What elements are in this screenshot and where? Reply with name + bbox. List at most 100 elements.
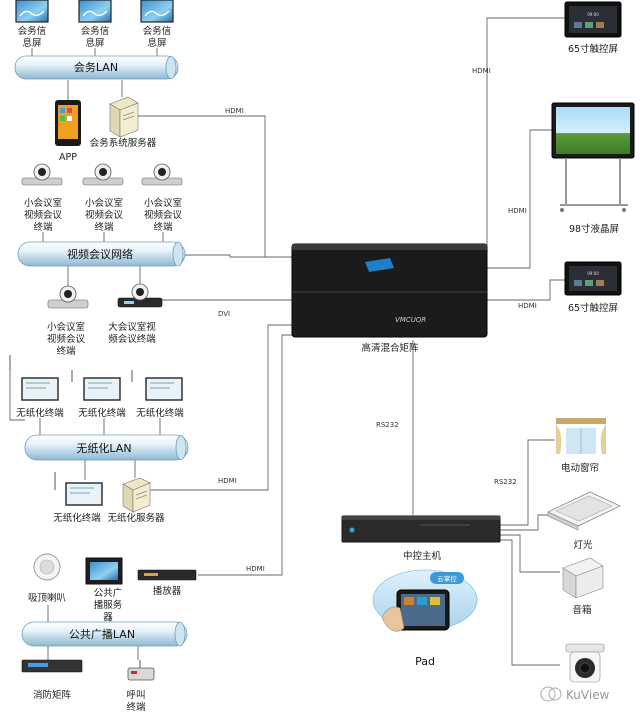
svg-text:65寸触控屏: 65寸触控屏 xyxy=(568,43,618,55)
wire-central-speaker xyxy=(500,534,560,573)
ceiling-speaker: 吸顶喇叭 xyxy=(28,553,67,604)
conference-server: 会务系统服务器 xyxy=(90,96,157,149)
app-label: APP xyxy=(59,152,77,163)
wire-player-matrix xyxy=(198,334,292,576)
bus-label-conference-lan: 会务LAN xyxy=(74,61,118,74)
link-label-hdmi: HDMI xyxy=(508,207,527,215)
big-room-terminal: 大会议室视 频会议终端 xyxy=(108,283,163,345)
paperless-server: 无纸化服务器 xyxy=(107,477,165,524)
svg-text:息屏: 息屏 xyxy=(22,37,41,49)
bus-label-paperless-lan: 无纸化LAN xyxy=(76,441,131,455)
link-label-hdmi: HDMI xyxy=(218,477,237,485)
svg-text:无纸化服务器: 无纸化服务器 xyxy=(107,512,165,524)
small-room-terminal-4: 小会议室 视频会议 终端 xyxy=(47,285,89,357)
wire-central-camera xyxy=(500,539,560,666)
watermark-text: KuView xyxy=(566,688,610,702)
bus-broadcast-lan: 公共广播LAN xyxy=(21,621,188,647)
matrix-label: 高清混合矩阵 xyxy=(361,342,419,354)
link-label-rs232: RS232 xyxy=(494,478,517,486)
pad-controller: 云掌控 Pad xyxy=(372,569,478,668)
conference-server-label: 会务系统服务器 xyxy=(90,137,157,149)
svg-text:会务信: 会务信 xyxy=(18,25,47,37)
svg-text:终端: 终端 xyxy=(56,345,76,357)
bus-video-network: 视频会议网络 xyxy=(17,241,186,267)
svg-text:会务信: 会务信 xyxy=(143,25,172,37)
info-screen-1: 会务信 息屏 xyxy=(15,0,49,49)
link-label-hdmi: HDMI xyxy=(246,565,265,573)
hd-hybrid-matrix: VMCUOR 高清混合矩阵 xyxy=(291,243,488,354)
svg-text:公共广: 公共广 xyxy=(94,587,123,599)
bus-conference-lan: 会务LAN xyxy=(14,55,179,80)
link-labels: HDMI DVI HDMI HDMI HDMI HDMI HDMI RS232 … xyxy=(218,67,537,573)
lcd-screen-98: 98寸液晶屏 xyxy=(551,102,635,235)
svg-text:息屏: 息屏 xyxy=(147,37,166,49)
call-terminal: 呼叫 终端 xyxy=(126,660,155,713)
bus-label-broadcast-lan: 公共广播LAN xyxy=(69,627,135,641)
svg-text:小会议室: 小会议室 xyxy=(144,197,182,209)
touch-screen-65-bottom: 09:00 65寸触控屏 xyxy=(564,261,622,314)
svg-text:消防矩阵: 消防矩阵 xyxy=(33,689,72,701)
svg-text:无纸化终端: 无纸化终端 xyxy=(136,407,184,419)
ptz-camera xyxy=(565,643,605,683)
svg-text:视频会议: 视频会议 xyxy=(24,209,63,221)
svg-text:65寸触控屏: 65寸触控屏 xyxy=(568,302,618,314)
wire-paperless-drop1 xyxy=(9,370,25,421)
wire-central-curtain xyxy=(500,439,555,526)
watermark: KuView xyxy=(540,686,610,702)
app-phone: APP xyxy=(55,100,81,163)
touch-screen-65-top: 09:00 65寸触控屏 xyxy=(564,1,622,55)
svg-text:灯光: 灯光 xyxy=(573,539,593,551)
svg-text:09:00: 09:00 xyxy=(587,271,599,276)
svg-text:终端: 终端 xyxy=(94,221,114,233)
svg-text:电动窗帘: 电动窗帘 xyxy=(561,462,599,474)
paperless-terminal-3: 无纸化终端 xyxy=(131,370,184,419)
paperless-terminal-2: 无纸化终端 xyxy=(71,370,126,419)
pa-server: 公共广 播服务 器 xyxy=(85,557,123,623)
link-label-hdmi: HDMI xyxy=(472,67,491,75)
speaker-box: 音箱 xyxy=(562,557,604,616)
wire-server-matrix xyxy=(138,115,292,258)
info-screen-3: 会务信 息屏 xyxy=(140,0,174,49)
bus-paperless-lan: 无纸化LAN xyxy=(24,434,189,461)
wire-central-light xyxy=(500,514,548,531)
info-screen-2: 会务信 息屏 xyxy=(78,0,112,49)
svg-text:视频会议: 视频会议 xyxy=(47,333,86,345)
svg-text:终端: 终端 xyxy=(33,221,53,233)
svg-text:视频会议: 视频会议 xyxy=(144,209,183,221)
svg-text:终端: 终端 xyxy=(153,221,173,233)
svg-text:09:00: 09:00 xyxy=(587,12,599,17)
svg-text:98寸液晶屏: 98寸液晶屏 xyxy=(569,223,619,235)
small-room-terminal-2: 小会议室 视频会议 终端 xyxy=(82,163,124,233)
pad-label: Pad xyxy=(415,655,435,668)
svg-text:视频会议: 视频会议 xyxy=(85,209,124,221)
small-room-terminal-1: 小会议室 视频会议 终端 xyxy=(21,163,63,233)
svg-text:无纸化终端: 无纸化终端 xyxy=(53,512,101,524)
small-room-terminal-3: 小会议室 视频会议 终端 xyxy=(141,163,183,233)
link-label-hdmi: HDMI xyxy=(518,302,537,310)
wire-video-matrix xyxy=(180,254,292,258)
svg-text:频会议终端: 频会议终端 xyxy=(108,333,156,345)
cloud-control-badge: 云掌控 xyxy=(437,574,457,583)
svg-text:VMCUOR: VMCUOR xyxy=(395,316,426,324)
svg-text:小会议室: 小会议室 xyxy=(47,321,85,333)
central-control-host: 中控主机 xyxy=(341,515,501,562)
svg-text:息屏: 息屏 xyxy=(85,37,104,49)
svg-text:终端: 终端 xyxy=(126,701,146,713)
wire-paperless-matrix xyxy=(150,324,292,491)
paperless-terminal-1: 无纸化终端 xyxy=(9,355,64,419)
paperless-terminal-4: 无纸化终端 xyxy=(53,472,103,524)
svg-text:音箱: 音箱 xyxy=(572,604,591,616)
svg-text:无纸化终端: 无纸化终端 xyxy=(78,407,126,419)
svg-text:小会议室: 小会议室 xyxy=(24,197,62,209)
wire-matrix-lcd98 xyxy=(487,129,552,269)
fire-matrix: 消防矩阵 xyxy=(21,659,83,701)
svg-text:会务信: 会务信 xyxy=(81,25,110,37)
link-label-hdmi: HDMI xyxy=(225,107,244,115)
svg-text:播放器: 播放器 xyxy=(153,585,182,597)
light-panel: 灯光 xyxy=(547,491,621,551)
svg-text:无纸化终端: 无纸化终端 xyxy=(16,407,64,419)
svg-text:大会议室视: 大会议室视 xyxy=(108,321,156,333)
svg-text:吸顶喇叭: 吸顶喇叭 xyxy=(28,592,67,604)
central-label: 中控主机 xyxy=(403,550,442,562)
